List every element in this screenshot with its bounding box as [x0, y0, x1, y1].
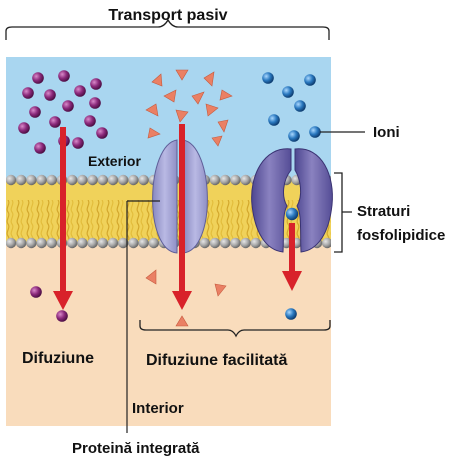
channel-arrow	[172, 124, 192, 310]
orange-triangle-icon	[147, 127, 161, 139]
purple-sphere-icon	[96, 127, 108, 139]
purple-sphere-icon	[44, 89, 56, 101]
diagram-title: Transport pasiv	[108, 7, 227, 24]
blue-sphere-icon	[294, 100, 306, 112]
orange-triangle-icon	[191, 91, 205, 105]
blue-sphere-icon	[285, 207, 299, 221]
diffusion-arrow	[53, 127, 73, 310]
blue-sphere-icon	[304, 74, 316, 86]
purple-sphere-icon	[56, 310, 68, 322]
orange-triangle-icon	[214, 283, 227, 297]
blue-sphere-icon	[268, 114, 280, 126]
purple-sphere-icon	[32, 72, 44, 84]
blue-sphere-icon	[288, 130, 300, 142]
orange-triangle-icon	[175, 109, 189, 123]
ion-molecules	[262, 72, 321, 320]
purple-sphere-icon	[72, 137, 84, 149]
orange-triangle-icon	[145, 103, 159, 117]
purple-sphere-icon	[89, 97, 101, 109]
orange-triangle-icon	[175, 69, 189, 81]
purple-sphere-icon	[74, 85, 86, 97]
blue-sphere-icon	[285, 308, 297, 320]
channel-protein	[152, 139, 208, 254]
orange-triangle-icon	[163, 89, 177, 103]
bilayer-bracket	[334, 172, 352, 253]
interior-region	[6, 242, 331, 426]
orange-triangle-icon	[175, 315, 189, 327]
integral-protein-label: Proteină integrată	[72, 440, 200, 457]
bilayer-label-line-2: fosfolipidice	[357, 227, 445, 244]
purple-sphere-icon	[49, 116, 61, 128]
purple-sphere-icon	[34, 142, 46, 154]
facilitated-diffusion-label: Difuziune facilitată	[146, 352, 287, 369]
orange-triangle-icon	[151, 73, 163, 87]
purple-sphere-icon	[30, 286, 42, 298]
blue-sphere-icon	[282, 86, 294, 98]
orange-triangle-icon	[205, 103, 219, 117]
diffusion-molecules	[18, 70, 108, 322]
purple-sphere-icon	[18, 122, 30, 134]
facilitated-diffusion-bracket	[139, 320, 331, 338]
movement-arrows	[53, 124, 302, 310]
purple-sphere-icon	[62, 100, 74, 112]
orange-triangle-icon	[203, 71, 215, 87]
facilitated-diffusion-molecules	[145, 69, 233, 327]
blue-sphere-icon	[309, 126, 321, 138]
orange-triangle-icon	[219, 89, 233, 101]
orange-triangle-icon	[211, 135, 223, 147]
diffusion-label: Difuziune	[22, 350, 94, 367]
purple-sphere-icon	[90, 78, 102, 90]
ions-label: Ioni	[373, 124, 400, 141]
interior-label: Interior	[132, 400, 184, 417]
carrier-arrow	[282, 223, 302, 291]
blue-sphere-icon	[262, 72, 274, 84]
orange-triangle-icon	[217, 119, 229, 133]
exterior-label: Exterior	[88, 153, 141, 169]
purple-sphere-icon	[84, 115, 96, 127]
passive-transport-bracket	[5, 18, 330, 40]
orange-triangle-icon	[145, 269, 157, 285]
bilayer-label-line-1: Straturi	[357, 203, 410, 220]
purple-sphere-icon	[58, 70, 70, 82]
carrier-protein	[251, 148, 333, 253]
purple-sphere-icon	[22, 87, 34, 99]
purple-sphere-icon	[29, 106, 41, 118]
